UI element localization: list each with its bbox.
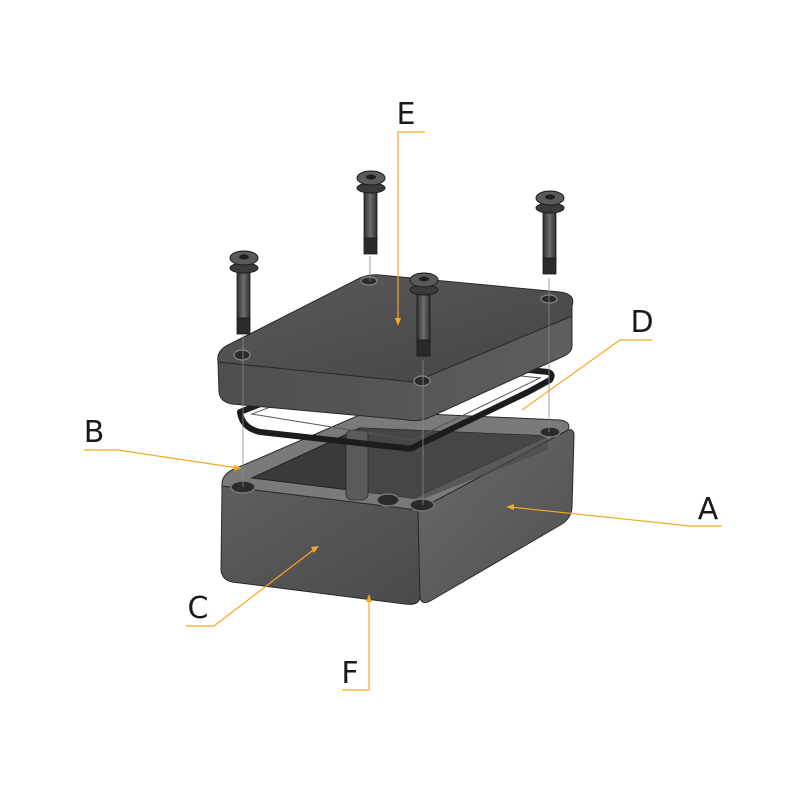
leader-b xyxy=(84,449,239,469)
cover-hole-front-left xyxy=(233,349,251,361)
screw-axes xyxy=(242,256,550,505)
leader-c-arrow xyxy=(311,546,319,553)
base-boss-back-left xyxy=(376,493,400,507)
leader-a-arrow xyxy=(506,504,514,510)
base-boss-front-right xyxy=(409,498,435,512)
leader-f xyxy=(342,598,370,691)
label-b: B xyxy=(84,415,105,450)
base-boss-back-right xyxy=(539,426,561,438)
leader-f-arrow xyxy=(366,594,372,602)
label-f: F xyxy=(341,656,358,691)
leader-e xyxy=(397,131,425,322)
screw-front-right xyxy=(409,272,439,357)
base-side-face xyxy=(417,429,575,604)
leaders xyxy=(84,131,722,691)
screw-front-left xyxy=(229,250,259,335)
screw-back-left xyxy=(356,170,386,255)
screw-back-right xyxy=(535,190,565,275)
cover-side xyxy=(217,315,573,422)
leader-d xyxy=(521,339,652,411)
base-corner-post xyxy=(345,429,369,501)
leader-b-arrow xyxy=(234,465,242,471)
cover-hole-front-right xyxy=(413,375,431,387)
label-d: D xyxy=(630,305,653,340)
cover-hole-back-left xyxy=(360,276,378,286)
cover-top xyxy=(217,274,574,383)
base-front-face xyxy=(220,485,421,605)
leader-c xyxy=(186,547,317,627)
leader-e-arrow xyxy=(395,318,401,326)
leader-a xyxy=(509,506,722,527)
enclosure-base xyxy=(220,410,575,605)
label-a: A xyxy=(698,492,719,527)
label-c: C xyxy=(188,591,209,626)
labels: E D B A C F xyxy=(84,97,719,691)
label-e: E xyxy=(397,97,416,132)
cover xyxy=(217,274,574,422)
